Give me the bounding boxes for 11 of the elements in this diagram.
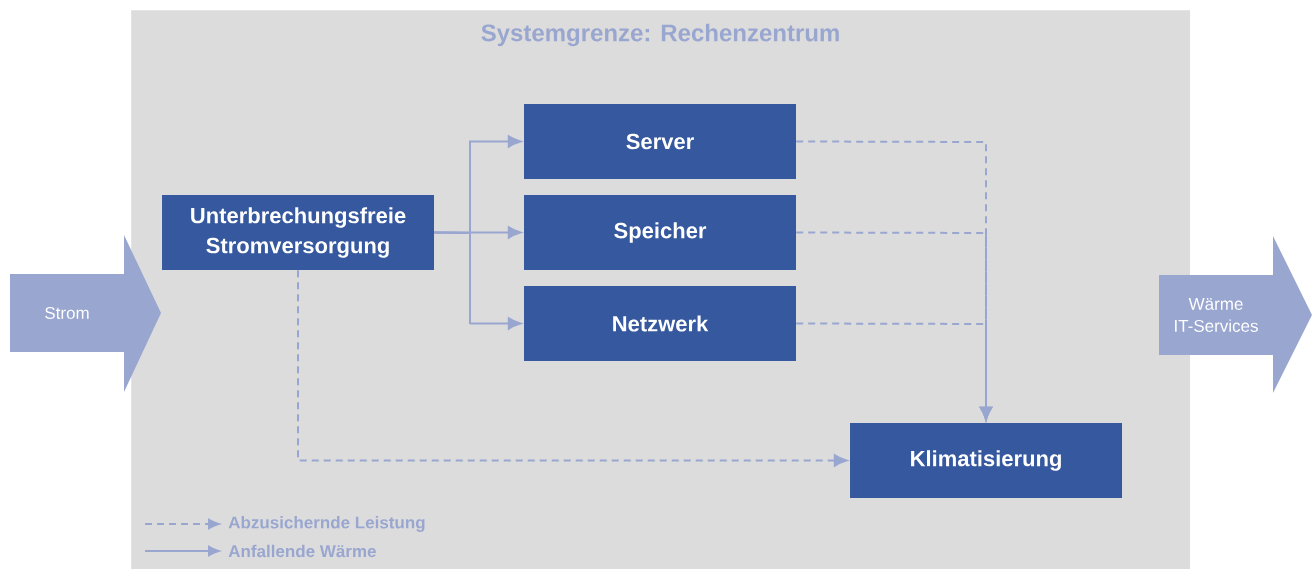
process-box: Server xyxy=(524,104,796,179)
process-box: Unterbrechungsfreie Stromversorgung xyxy=(162,195,434,270)
legend-text: Anfallende Wärme xyxy=(228,544,376,558)
legend-text: Abzusichernde Leistung xyxy=(228,516,425,532)
process-box: Netzwerk xyxy=(524,286,796,361)
arrow xyxy=(297,269,848,467)
process-box: Klimatisierung xyxy=(850,423,1122,498)
arrow xyxy=(433,226,522,239)
arrow xyxy=(795,322,993,421)
process-box: Speicher xyxy=(524,195,796,270)
arrow xyxy=(433,231,522,330)
